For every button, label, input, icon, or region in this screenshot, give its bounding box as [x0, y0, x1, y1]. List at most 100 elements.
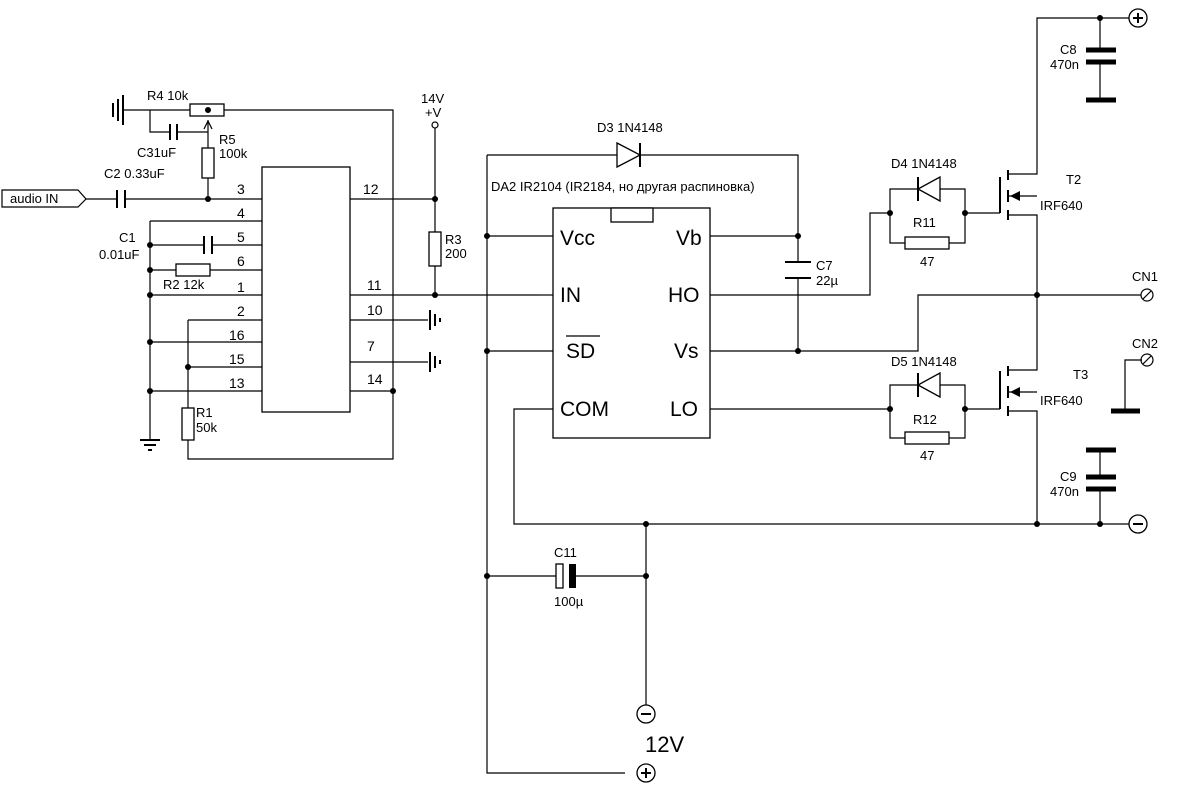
supply-14v: 14V +V R3 200	[421, 91, 467, 295]
diode-d5: D5 1N4148	[889, 354, 966, 409]
driver-ic-body	[552, 207, 711, 439]
connector-cn1: CN1	[1037, 269, 1158, 302]
driver-pin-ho: HO	[668, 284, 700, 307]
left-ic-body	[261, 166, 351, 413]
capacitor-c3: C31uF	[137, 110, 208, 160]
c7-name: C7	[816, 258, 833, 273]
c1-name: C1	[119, 230, 136, 245]
resistor-r2: R2 12k	[150, 263, 211, 292]
minus-terminal-icon	[1128, 514, 1148, 534]
right-junctions	[484, 15, 1103, 579]
r5-name: R5	[219, 132, 236, 147]
pin-2: 2	[237, 303, 245, 319]
pin-13: 13	[229, 375, 245, 391]
r11-value: 47	[920, 254, 934, 269]
audio-in-connector: audio IN	[1, 189, 117, 208]
capacitor-c7: C7 22µ	[785, 258, 838, 351]
c9-value: 470n	[1050, 484, 1079, 499]
capacitor-c1: C1 0.01uF	[99, 230, 213, 262]
r1-value: 50k	[196, 420, 217, 435]
pin-10: 10	[367, 302, 383, 318]
driver-pin-com: COM	[560, 398, 609, 421]
left-ic-pin-numbers-right: 12 11 10 7 14	[363, 181, 383, 387]
cn2-label: CN2	[1132, 336, 1158, 351]
c1-value: 0.01uF	[99, 247, 140, 262]
c7-value: 22µ	[816, 273, 838, 288]
da2-label: DA2 IR2104 (IR2184, но другая распиновка…	[491, 179, 755, 194]
capacitor-c9: C9 470n	[1037, 447, 1130, 525]
driver-pin-lo: LO	[670, 398, 698, 421]
ground-icon	[140, 439, 160, 451]
left-ic-pin-numbers-left: 3 4 5 6 1 2 16 15 13	[229, 181, 245, 391]
driver-ic-notch	[610, 207, 654, 223]
connector-cn2: CN2	[1111, 336, 1158, 414]
mosfet-t2: T2 IRF640	[999, 17, 1100, 295]
ground-icon	[429, 310, 441, 330]
pin-7: 7	[367, 338, 375, 354]
potentiometer-r4: R4 10k	[123, 88, 394, 460]
c8-name: C8	[1060, 42, 1077, 57]
resistor-r11: R11 47	[889, 213, 966, 269]
capacitor-c11: C11 100µ	[487, 545, 646, 609]
resistor-r5: R5 100k	[201, 132, 248, 199]
r1-name: R1	[196, 405, 213, 420]
r3-name: R3	[445, 232, 462, 247]
r12-value: 47	[920, 448, 934, 463]
ground-icon	[429, 352, 441, 372]
pin-16: 16	[229, 327, 245, 343]
capacitor-c2: C2 0.33uF	[104, 166, 262, 208]
pin-5: 5	[237, 229, 245, 245]
pin-11: 11	[367, 277, 382, 293]
c8-value: 470n	[1050, 57, 1079, 72]
c2-label: C2 0.33uF	[104, 166, 165, 181]
pin-1: 1	[237, 279, 245, 295]
pin-6: 6	[237, 253, 245, 269]
diode-d3: D3 1N4148	[487, 120, 799, 262]
left-ic-left-pins	[150, 220, 262, 392]
pin-14: 14	[367, 371, 383, 387]
left-junctions	[147, 107, 438, 394]
driver-pin-vb: Vb	[676, 227, 702, 250]
driver-pin-in: IN	[560, 284, 581, 307]
com-ground-wire	[513, 408, 1037, 525]
pin-12: 12	[363, 181, 379, 197]
supply-14v-label: 14V	[421, 91, 444, 106]
diode-d4: D4 1N4148	[889, 156, 966, 213]
driver-pin-vs: Vs	[674, 340, 699, 363]
driver-pin-sd: SD	[566, 340, 595, 363]
t3-label: T3	[1073, 367, 1088, 382]
plus-terminal-icon	[636, 763, 656, 783]
r12-name: R12	[913, 412, 937, 427]
plus-terminal-icon	[1128, 8, 1148, 28]
c3-label: C31uF	[137, 145, 176, 160]
t3-type: IRF640	[1040, 393, 1083, 408]
pin-3: 3	[237, 181, 245, 197]
mosfet-t3: T3 IRF640	[999, 295, 1088, 524]
t2-label: T2	[1066, 172, 1081, 187]
r2-label: R2 12k	[163, 277, 205, 292]
r11-name: R11	[913, 215, 936, 230]
c9-name: C9	[1060, 469, 1077, 484]
audio-in-label: audio IN	[10, 191, 58, 206]
pin-15: 15	[229, 351, 245, 367]
d4-label: D4 1N4148	[891, 156, 957, 171]
c11-value: 100µ	[554, 594, 584, 609]
vs-output-wire	[710, 294, 1037, 352]
r5-value: 100k	[219, 146, 248, 161]
resistor-r12: R12 47	[889, 409, 966, 463]
c11-name: C11	[554, 545, 577, 560]
capacitor-c8: C8 470n	[1050, 17, 1132, 103]
pin-4: 4	[237, 205, 245, 221]
t2-type: IRF640	[1040, 198, 1083, 213]
left-ic-right-pins	[350, 198, 540, 392]
positive-rail	[486, 155, 625, 774]
resistor-r1: R1 50k	[181, 320, 217, 441]
supply-12v-label: 12V	[645, 732, 684, 757]
r4-label: R4 10k	[147, 88, 189, 103]
ground-icon	[112, 95, 124, 125]
d5-label: D5 1N4148	[891, 354, 957, 369]
driver-pin-vcc: Vcc	[560, 227, 595, 250]
cn1-label: CN1	[1132, 269, 1158, 284]
minus-terminal-icon	[636, 704, 656, 724]
